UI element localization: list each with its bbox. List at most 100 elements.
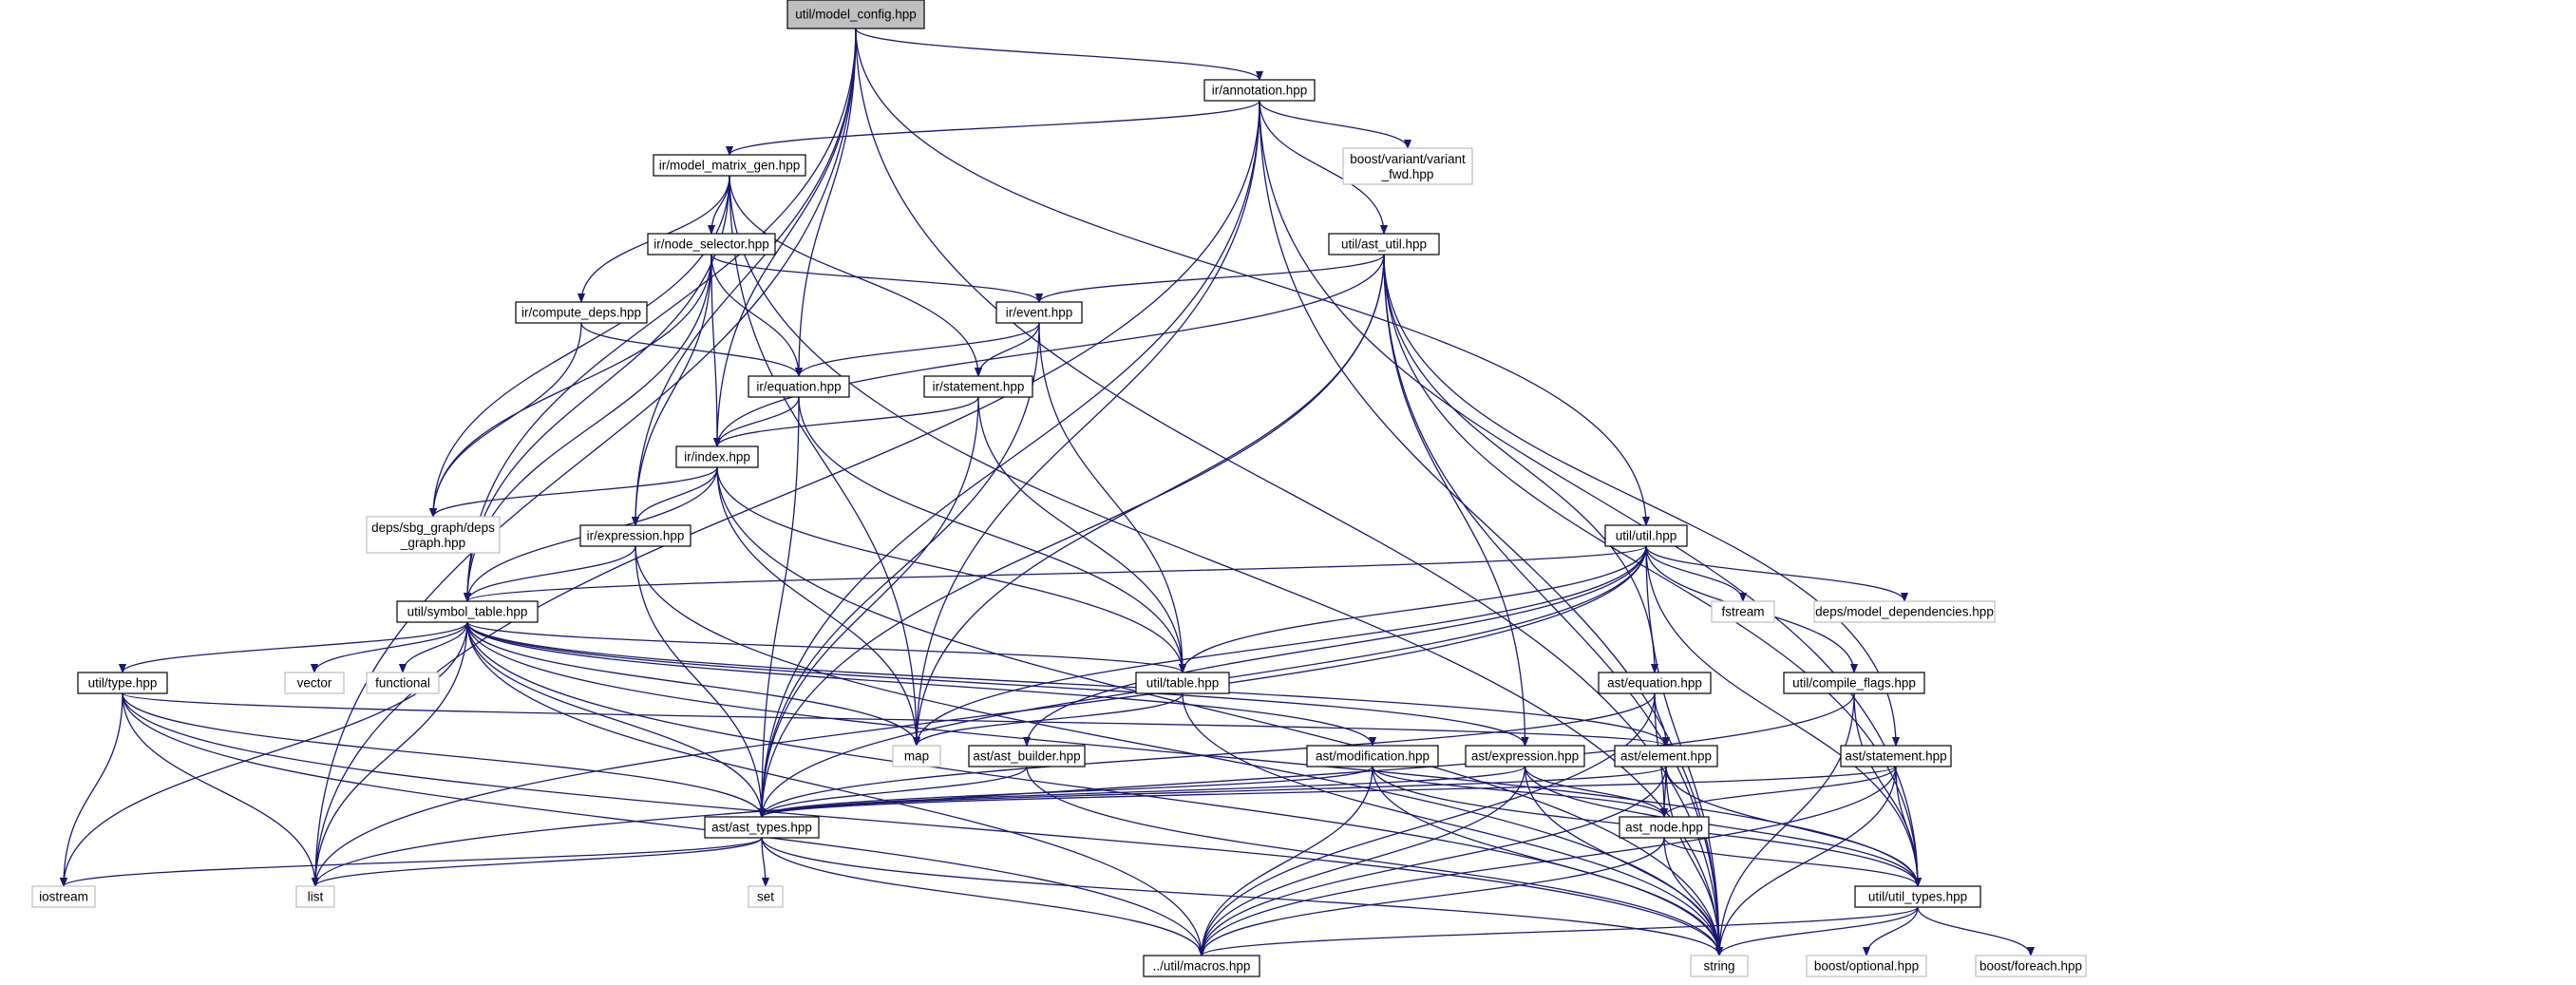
edge-util_type-to-list xyxy=(122,692,315,886)
node-node-selector[interactable]: ir/node_selector.hpp xyxy=(647,233,776,256)
node-compute-deps[interactable]: ir/compute_deps.hpp xyxy=(515,301,648,324)
file-nodes: util/model_config.hpp ir/annotation.hpp bo… xyxy=(31,0,2087,977)
edge-node_selector-to-ir_equation xyxy=(710,254,799,376)
node-box xyxy=(1840,745,1952,767)
node-ast-builder[interactable]: ast/ast_builder.hpp xyxy=(968,745,1086,767)
node-label: ast/statement.hpp xyxy=(1845,749,1946,764)
node-box xyxy=(1328,233,1440,256)
edge-ast_statement-to-macros xyxy=(1202,766,1897,956)
edge-symbol_table-to-util_types xyxy=(466,621,1918,886)
node-annotation[interactable]: ir/annotation.hpp xyxy=(1203,79,1316,102)
edge-event-to-ir_equation xyxy=(799,322,1040,377)
edge-ast_statement-to-string xyxy=(1719,766,1897,956)
node-box xyxy=(396,600,539,623)
edge-compile_flags-to-list xyxy=(315,692,1855,886)
node-ast-statement[interactable]: ast/statement.hpp xyxy=(1840,745,1952,767)
node-box xyxy=(1854,885,1981,908)
edge-util_util-to-fstream xyxy=(1645,545,1743,602)
edge-util_table-to-map xyxy=(917,692,1184,747)
edge-util_types-to-boost_optional xyxy=(1866,906,1919,957)
edge-ast_util-to-ast_expression xyxy=(1383,254,1525,746)
node-statement[interactable]: ir/statement.hpp xyxy=(923,375,1033,398)
node-ast-util[interactable]: util/ast_util.hpp xyxy=(1328,233,1440,256)
node-box xyxy=(515,301,648,324)
edge-util_util-to-list xyxy=(315,545,1647,886)
node-variant-fwd: boost/variant/variant_fwd.hpp xyxy=(1342,147,1473,185)
edge-event-to-util_table xyxy=(1038,322,1183,672)
node-label: ir/model_matrix_gen.hpp xyxy=(659,159,801,173)
node-box xyxy=(579,524,691,547)
edge-ir_equation-to-ast_types xyxy=(762,396,800,817)
edge-ast_node-to-macros xyxy=(1202,837,1665,956)
node-label: deps/sbg_graph/deps_graph.hpp xyxy=(371,521,495,550)
node-macros[interactable]: ../util/macros.hpp xyxy=(1143,955,1260,977)
edge-ast_types-to-list xyxy=(315,837,763,887)
dependency-edges xyxy=(64,28,2031,957)
node-label: ast/equation.hpp xyxy=(1607,676,1702,691)
node-box xyxy=(675,445,759,468)
edge-index-to-util_table xyxy=(716,466,1183,672)
node-ast-types[interactable]: ast/ast_types.hpp xyxy=(704,816,820,839)
edge-compute_deps-to-sbg_graph xyxy=(433,322,582,517)
node-symbol-table[interactable]: util/symbol_table.hpp xyxy=(396,600,539,623)
node-label: vector xyxy=(297,676,332,691)
node-util-util[interactable]: util/util.hpp xyxy=(1604,524,1688,547)
edge-ir_expression-to-string xyxy=(635,545,1719,956)
node-box xyxy=(366,516,501,554)
edge-ast_builder-to-string xyxy=(1026,766,1719,956)
node-box xyxy=(1203,79,1316,102)
node-box xyxy=(31,885,96,908)
node-modification[interactable]: ast/modification.hpp xyxy=(1306,745,1439,767)
edge-statement-to-ast_types xyxy=(762,396,979,817)
node-util-table[interactable]: util/table.hpp xyxy=(1135,672,1230,694)
edge-util_util-to-util_table xyxy=(1183,545,1647,672)
node-ir-equation[interactable]: ir/equation.hpp xyxy=(748,375,850,398)
edge-model_config-to-ir_expression xyxy=(635,28,857,525)
edge-util_util-to-ast_builder xyxy=(1027,545,1647,746)
node-box xyxy=(923,375,1033,398)
edge-index-to-ir_expression xyxy=(635,466,718,526)
node-vector: vector xyxy=(284,672,345,694)
edge-compile_flags-to-string xyxy=(1719,692,1855,956)
edge-index-to-string xyxy=(716,466,1719,956)
node-boost-foreach: boost/foreach.hpp xyxy=(1975,955,2087,977)
node-ast-node[interactable]: ast_node.hpp xyxy=(1619,816,1710,839)
edge-symbol_table-to-vector xyxy=(314,621,468,673)
node-ast-equation[interactable]: ast/equation.hpp xyxy=(1598,672,1712,694)
node-compile-flags[interactable]: util/compile_flags.hpp xyxy=(1783,672,1925,694)
node-label: iostream xyxy=(39,890,88,904)
node-event[interactable]: ir/event.hpp xyxy=(995,301,1083,324)
edge-index-to-map xyxy=(716,466,917,746)
node-ir-expression[interactable]: ir/expression.hpp xyxy=(579,524,691,547)
node-util-types[interactable]: util/util_types.hpp xyxy=(1854,885,1981,908)
node-label: util/symbol_table.hpp xyxy=(407,605,528,619)
edge-ir_equation-to-index xyxy=(717,396,800,447)
edge-index-to-sbg_graph xyxy=(433,466,718,518)
node-ast-element[interactable]: ast/element.hpp xyxy=(1614,745,1718,767)
edge-ast_node-to-util_types xyxy=(1663,837,1918,887)
node-label: util/util.hpp xyxy=(1616,529,1677,543)
node-util-type[interactable]: util/type.hpp xyxy=(77,672,168,694)
node-label: deps/model_dependencies.hpp xyxy=(1815,605,1994,619)
node-label: ir/statement.hpp xyxy=(933,380,1025,394)
node-box xyxy=(366,672,440,694)
node-box xyxy=(1619,816,1710,839)
edge-symbol_table-to-ast_types xyxy=(466,621,762,817)
node-box xyxy=(1806,955,1927,977)
node-box xyxy=(1342,147,1473,185)
edge-ast_statement-to-ast_types xyxy=(762,766,1897,818)
node-fstream: fstream xyxy=(1711,600,1775,623)
node-label: ir/compute_deps.hpp xyxy=(521,306,641,320)
edge-util_types-to-macros xyxy=(1202,906,1919,957)
node-map: map xyxy=(892,745,941,767)
edge-util_type-to-string xyxy=(122,692,1719,956)
node-model-matrix-gen[interactable]: ir/model_matrix_gen.hpp xyxy=(653,154,806,177)
node-box xyxy=(1135,672,1230,694)
node-label: ast/ast_types.hpp xyxy=(711,821,812,835)
node-box xyxy=(653,154,806,177)
edge-model_config-to-annotation xyxy=(855,28,1260,81)
node-model-config[interactable]: util/model_config.hpp xyxy=(786,0,925,29)
node-index[interactable]: ir/index.hpp xyxy=(675,445,759,468)
node-ast-expression[interactable]: ast/expression.hpp xyxy=(1465,745,1585,767)
edge-ast_node-to-string xyxy=(1663,837,1719,956)
